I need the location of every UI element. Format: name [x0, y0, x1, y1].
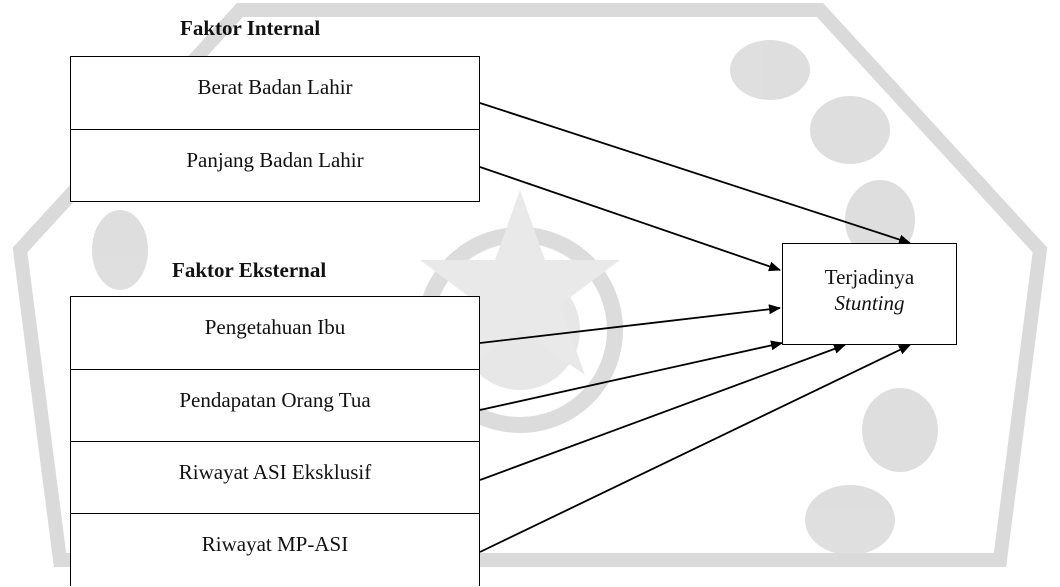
arrow-riwayat-asi-eksklusif — [479, 344, 846, 481]
outcome-stunting-label: Stunting — [834, 291, 905, 315]
internal-factors-box: Berat Badan Lahir Panjang Badan Lahir — [70, 56, 480, 202]
arrow-berat-badan-lahir — [479, 102, 911, 245]
outcome-label: Terjadinya — [824, 265, 915, 289]
internal-heading: Faktor Internal — [180, 16, 321, 40]
factor-pendapatan-orang-tua: Pendapatan Orang Tua — [71, 369, 479, 441]
external-factors-box: Pengetahuan Ibu Pendapatan Orang Tua Riw… — [70, 296, 480, 586]
factor-pengetahuan-ibu: Pengetahuan Ibu — [204, 315, 346, 339]
external-heading: Faktor Eksternal — [172, 258, 327, 282]
factor-panjang-badan-lahir: Panjang Badan Lahir — [71, 129, 479, 201]
outcome-box: Terjadinya Stunting — [782, 243, 957, 345]
arrow-riwayat-mp-asi — [479, 344, 911, 553]
arrow-panjang-badan-lahir — [479, 166, 781, 272]
factor-berat-badan-lahir: Berat Badan Lahir — [197, 75, 353, 99]
arrow-pendapatan-orang-tua — [479, 340, 783, 411]
factor-riwayat-asi-eksklusif: Riwayat ASI Eksklusif — [71, 441, 479, 513]
watermark-outline — [12, 3, 1048, 567]
factor-riwayat-mp-asi: Riwayat MP-ASI — [71, 513, 479, 587]
arrow-pengetahuan-ibu — [479, 304, 781, 344]
